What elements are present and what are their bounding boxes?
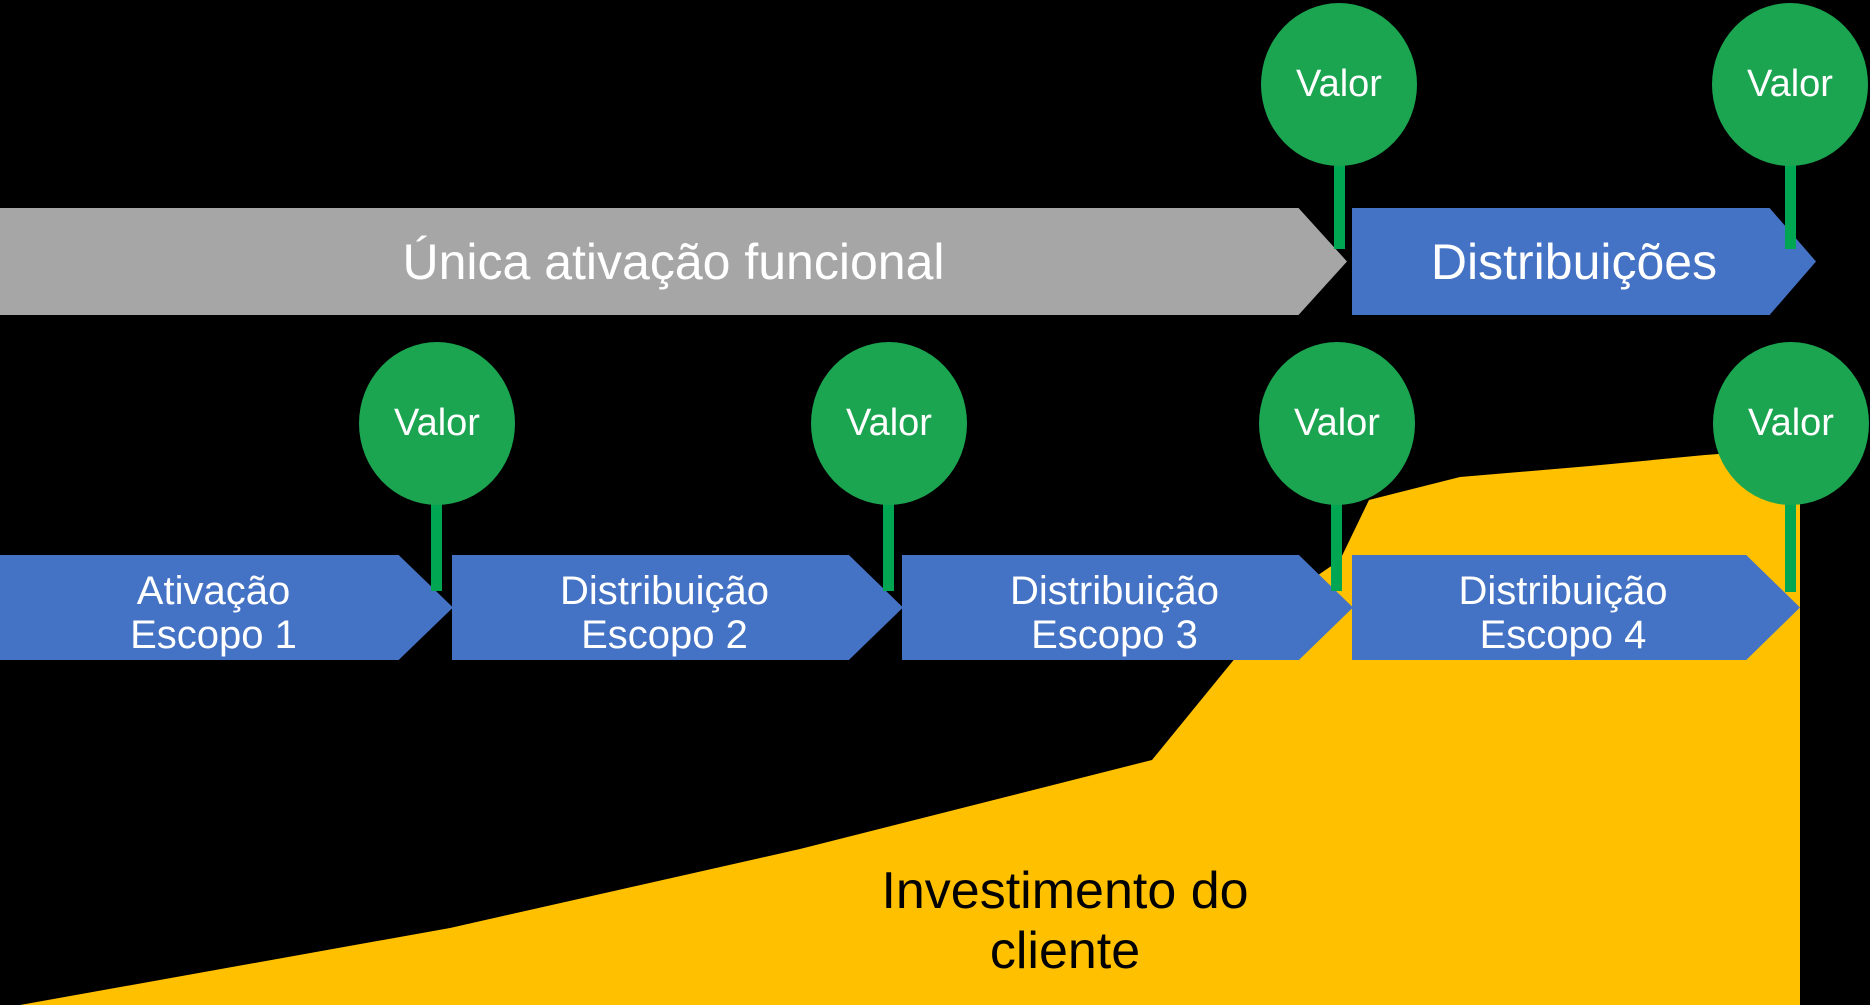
- customer-investment-label-line2: cliente: [989, 922, 1141, 980]
- value-marker-top-1: Valor: [1261, 3, 1417, 166]
- value-connector-top-1: [1334, 157, 1345, 249]
- value-marker-bottom-3: Valor: [1259, 342, 1415, 505]
- single-activation-label: Única ativação funcional: [402, 233, 945, 290]
- value-marker-bottom-3-label: Valor: [1294, 402, 1380, 444]
- value-marker-bottom-1: Valor: [359, 342, 515, 505]
- value-marker-bottom-2: Valor: [811, 342, 967, 505]
- value-marker-bottom-1-label: Valor: [394, 402, 480, 444]
- customer-investment-label-line1: Investimento do: [881, 862, 1249, 920]
- phase-arrow-scope-1-line1: Ativação: [136, 568, 291, 613]
- phase-arrow-scope-4-line2: Escopo 4: [1479, 612, 1647, 657]
- phase-arrow-scope-3-line2: Escopo 3: [1031, 612, 1198, 657]
- value-marker-top-2-label: Valor: [1747, 63, 1833, 105]
- single-activation-arrow: Única ativação funcional: [0, 208, 1347, 315]
- value-marker-bottom-4: Valor: [1713, 342, 1869, 505]
- phase-arrow-scope-2: Distribuição Escopo 2: [452, 555, 903, 660]
- distributions-arrow: Distribuições: [1352, 208, 1816, 315]
- phase-arrow-scope-3-line1: Distribuição: [1010, 568, 1219, 613]
- customer-investment-label: Investimento do cliente: [765, 861, 1365, 981]
- distributions-label: Distribuições: [1430, 233, 1718, 290]
- phase-arrow-scope-4-line1: Distribuição: [1458, 568, 1668, 613]
- value-marker-bottom-4-label: Valor: [1748, 402, 1834, 444]
- value-connector-top-2: [1785, 157, 1796, 249]
- phase-arrow-scope-1-line2: Escopo 1: [130, 612, 297, 657]
- value-connector-bottom-4: [1785, 497, 1796, 592]
- phase-arrow-scope-4: Distribuição Escopo 4: [1352, 555, 1800, 660]
- phase-arrow-scope-2-line2: Escopo 2: [581, 612, 748, 657]
- phase-arrow-scope-3: Distribuição Escopo 3: [902, 555, 1353, 660]
- value-connector-bottom-1: [431, 497, 442, 591]
- value-connector-bottom-2: [883, 497, 894, 591]
- value-marker-bottom-2-label: Valor: [846, 402, 932, 444]
- value-marker-top-2: Valor: [1712, 3, 1868, 166]
- phase-arrow-scope-2-line1: Distribuição: [560, 568, 769, 613]
- phase-arrow-scope-1: Ativação Escopo 1: [0, 555, 453, 660]
- value-connector-bottom-3: [1331, 497, 1342, 591]
- value-marker-top-1-label: Valor: [1296, 63, 1382, 105]
